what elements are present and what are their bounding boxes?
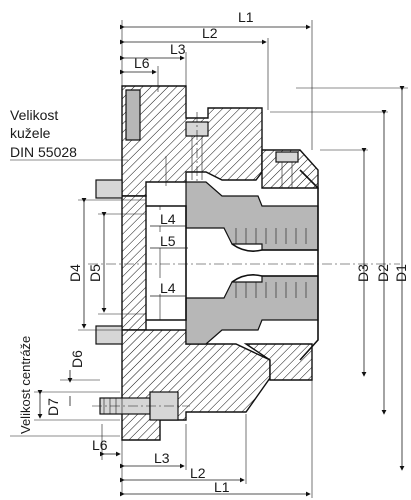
chuck-body — [121, 85, 319, 441]
label-L6-bottom: L6 — [92, 437, 108, 453]
dimensions-top — [120, 20, 313, 186]
label-D6: D6 — [69, 350, 85, 368]
label-L5: L5 — [160, 233, 176, 249]
label-D1: D1 — [393, 264, 409, 282]
collet — [95, 169, 319, 361]
label-L1-bottom: L1 — [214, 479, 230, 495]
label-D4: D4 — [67, 264, 83, 282]
label-D7: D7 — [45, 398, 61, 416]
label-taper-line3: DIN 55028 — [10, 144, 77, 160]
centering-bolt — [92, 391, 190, 421]
label-centering-size: Velikost centráže — [18, 336, 33, 434]
label-L6-top: L6 — [134, 55, 150, 71]
label-L4-upper: L4 — [160, 211, 176, 227]
dimensions-bottom — [100, 380, 313, 498]
label-D3: D3 — [355, 264, 371, 282]
label-taper-line1: Velikost — [10, 107, 58, 123]
label-D2: D2 — [375, 264, 391, 282]
label-taper-line2: kužele — [10, 125, 51, 141]
dimensions-bore — [78, 198, 146, 331]
label-L2-top: L2 — [202, 25, 218, 41]
label-L4-lower: L4 — [160, 280, 176, 296]
label-L1-top: L1 — [238, 9, 254, 25]
dimensions-middle — [150, 210, 188, 297]
label-L2-bottom: L2 — [190, 465, 206, 481]
dimensions-centering — [10, 370, 120, 437]
label-D5: D5 — [87, 264, 103, 282]
label-L3-bottom: L3 — [154, 450, 170, 466]
label-L3-top: L3 — [170, 41, 186, 57]
dimensions-diameters — [270, 86, 408, 471]
